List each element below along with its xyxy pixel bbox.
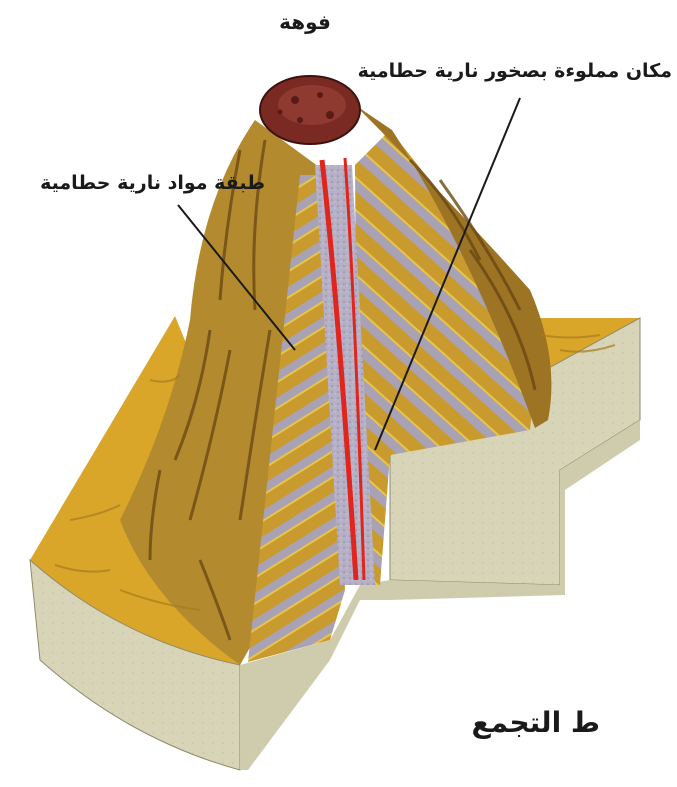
layer-label: طبقة مواد نارية حطامية [30,172,265,194]
caption-label: ط التجمع [410,706,600,739]
crater-label: فوهة [270,10,340,34]
vent-label: مكان مملوءة بصخور نارية حطامية [372,60,672,82]
